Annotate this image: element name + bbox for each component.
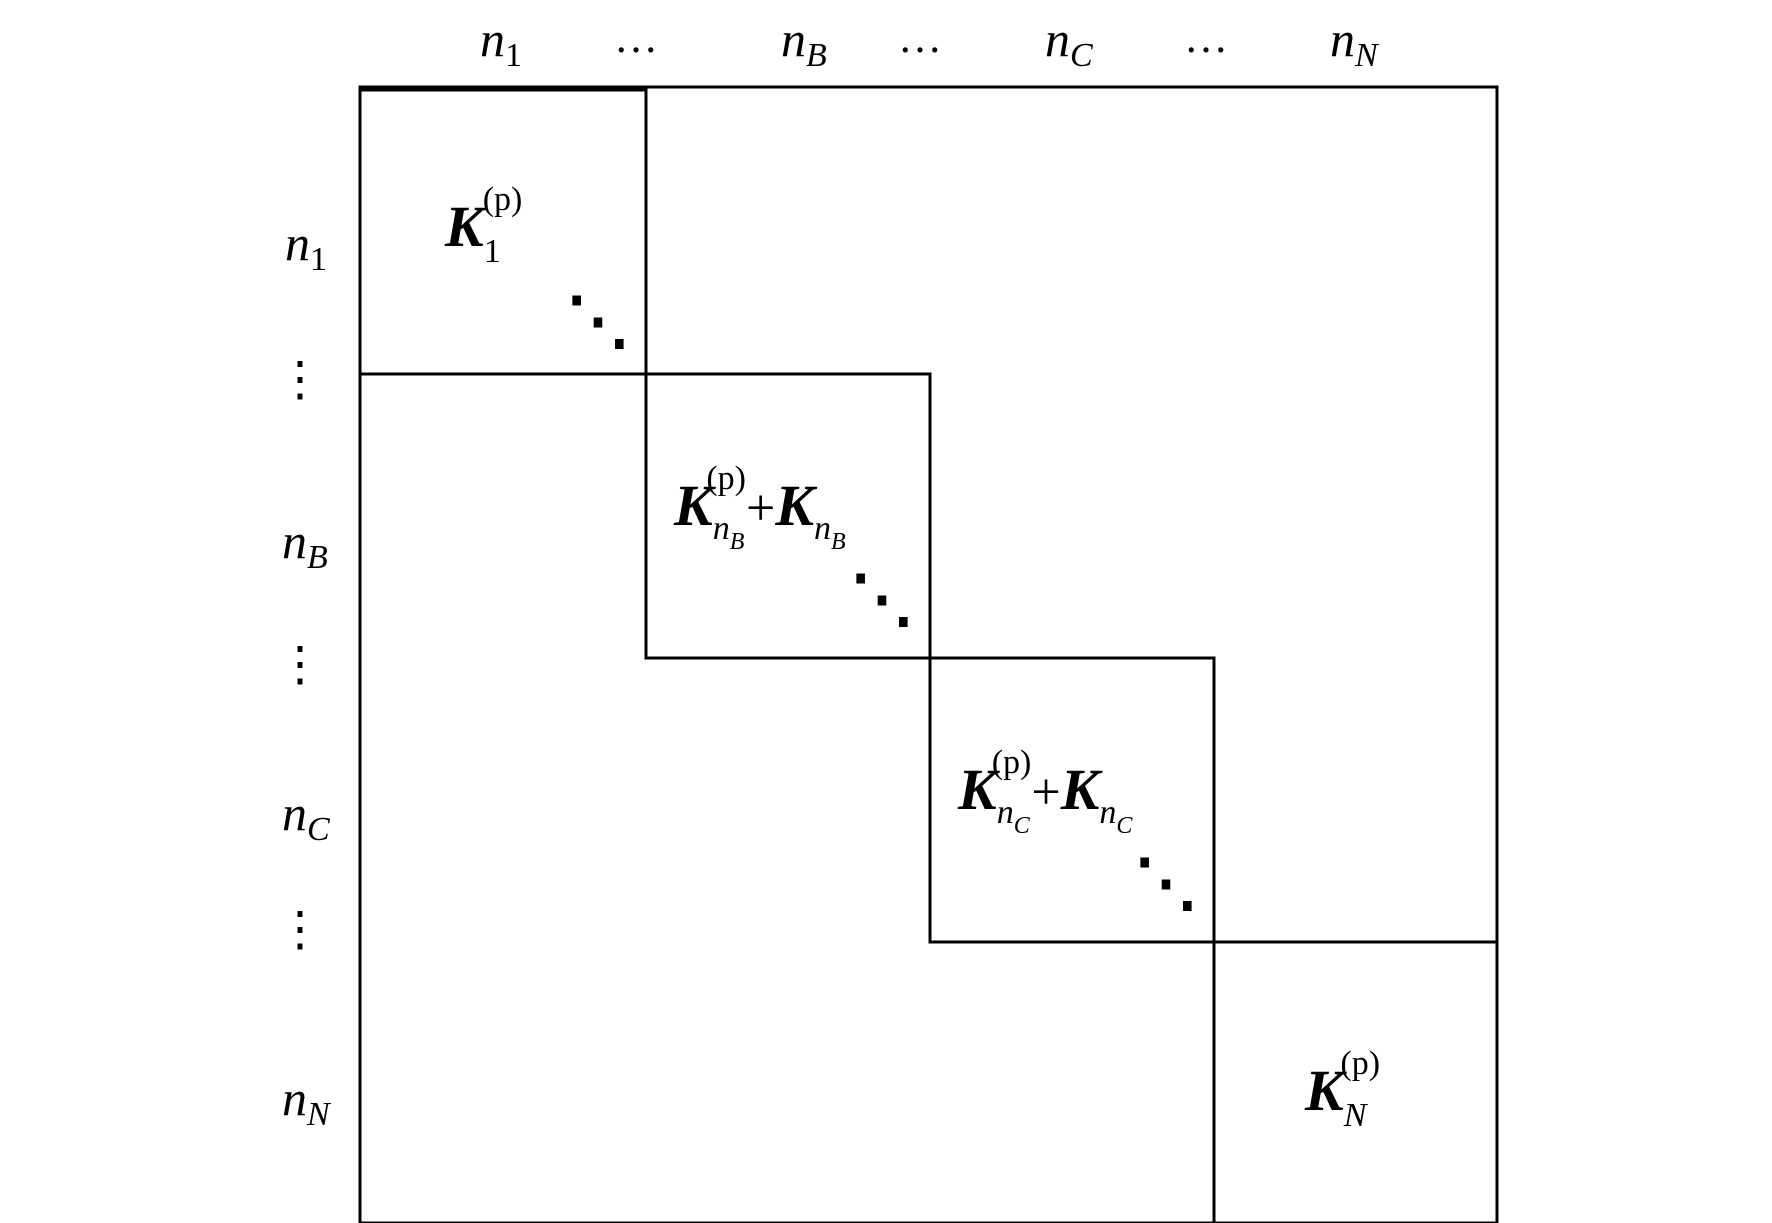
diagonal-dots-block-1: ⋱ [566, 285, 630, 356]
column-label-ellipsis-1: … [614, 13, 658, 62]
column-label-ellipsis-3: … [1184, 13, 1228, 62]
block-1-border [358, 88, 648, 376]
row-label-nb: nB [282, 513, 328, 576]
block-1-label: K1(p) [444, 181, 522, 270]
row-label-vdots-3: ⋮ [276, 903, 324, 956]
column-label-n1: n1 [480, 11, 522, 74]
column-label-nb: nB [781, 11, 827, 74]
block-nc-label: KnC(p)+KnC [957, 744, 1133, 839]
block-nn-border [1212, 940, 1499, 1223]
row-label-vdots-1: ⋮ [276, 353, 324, 406]
block-nn-label: KN(p) [1304, 1045, 1380, 1134]
diagonal-dots-block-nc: ⋱ [1134, 847, 1198, 918]
diagonal-dots-block-nb: ⋱ [850, 563, 914, 634]
row-label-n1: n1 [285, 215, 327, 278]
block-nc-border [928, 656, 1216, 944]
matrix-outer-border [358, 85, 1499, 1223]
block-nb-border [644, 372, 932, 660]
row-label-vdots-2: ⋮ [276, 638, 324, 691]
block-nb-label: KnB(p)+KnB [673, 460, 846, 555]
row-label-nc: nC [282, 785, 330, 848]
column-label-ellipsis-2: … [898, 13, 942, 62]
row-label-nn: nN [282, 1070, 332, 1133]
column-label-nc: nC [1045, 11, 1093, 74]
column-label-nn: nN [1330, 11, 1380, 74]
